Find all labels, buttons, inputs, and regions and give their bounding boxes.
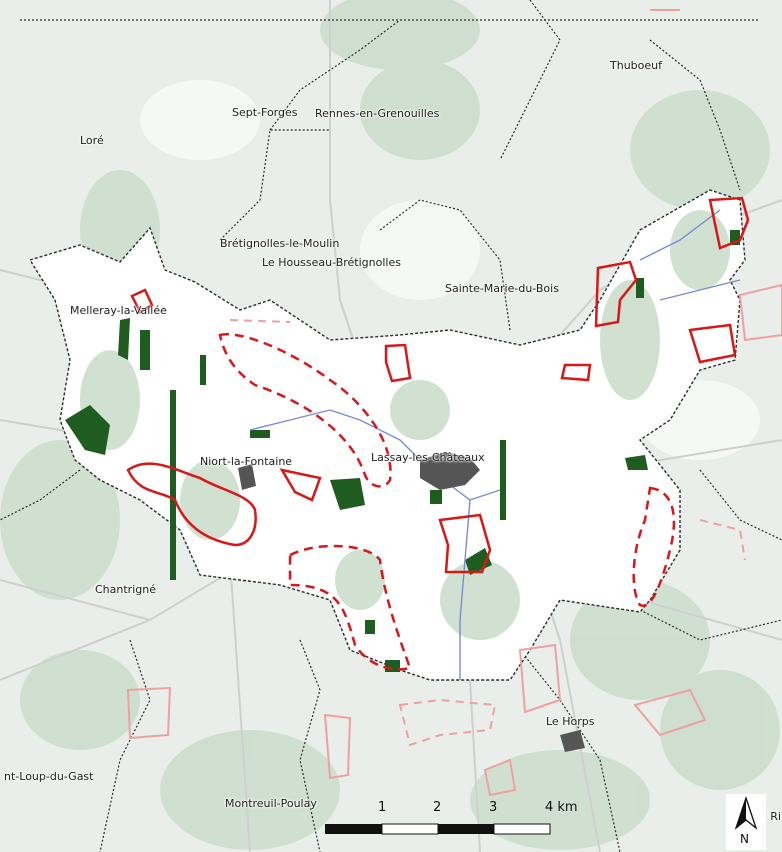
place-sept-forges: Sept-Forges: [232, 106, 298, 119]
place-lore: Loré: [80, 134, 104, 147]
place-thuboeuf: Thuboeuf: [610, 59, 662, 72]
place-rennes-en-grenouilles: Rennes-en-Grenouilles: [315, 107, 440, 120]
forest-patches: [65, 230, 740, 672]
corridors-dashed: [218, 333, 676, 671]
scale-tick-4km: 4 km: [545, 800, 578, 815]
north-arrow-graphic: [734, 795, 758, 830]
place-le-housseau-bretignolles: Le Housseau-Brétignolles: [262, 256, 401, 269]
north-arrow-label: N: [740, 832, 749, 846]
north-arrow-icon: N: [726, 794, 766, 850]
scale-tick-1: 1: [378, 800, 387, 815]
place-bretignolles-le-moulin: Brétignolles-le-Moulin: [220, 237, 340, 250]
scale-tick-3: 3: [489, 800, 498, 815]
scale-tick-2: 2: [433, 800, 442, 815]
urban-areas: [238, 452, 585, 752]
study-area: [28, 189, 746, 681]
inner-vegetation: [80, 210, 730, 640]
place-sainte-marie-du-bois: Sainte-Marie-du-Bois: [445, 282, 559, 295]
place-le-horps: Le Horps: [546, 715, 595, 728]
place-montreuil-poulay: Montreuil-Poulay: [225, 797, 317, 810]
corridors-solid: [126, 196, 750, 574]
place-chantrigne: Chantrigné: [95, 583, 156, 596]
rivers: [249, 209, 741, 680]
place-melleray-la-vallee: Melleray-la-Vallée: [70, 304, 167, 317]
place-lassay-les-chateaux: Lassay-les-Châteaux: [371, 451, 485, 464]
place-niort-la-fontaine: Niort-la-Fontaine: [200, 455, 293, 468]
corridors-outside: [126, 9, 782, 797]
place-saint-loup-du-gast: nt-Loup-du-Gast: [4, 770, 94, 783]
scale-bar-graphic: [325, 823, 551, 835]
